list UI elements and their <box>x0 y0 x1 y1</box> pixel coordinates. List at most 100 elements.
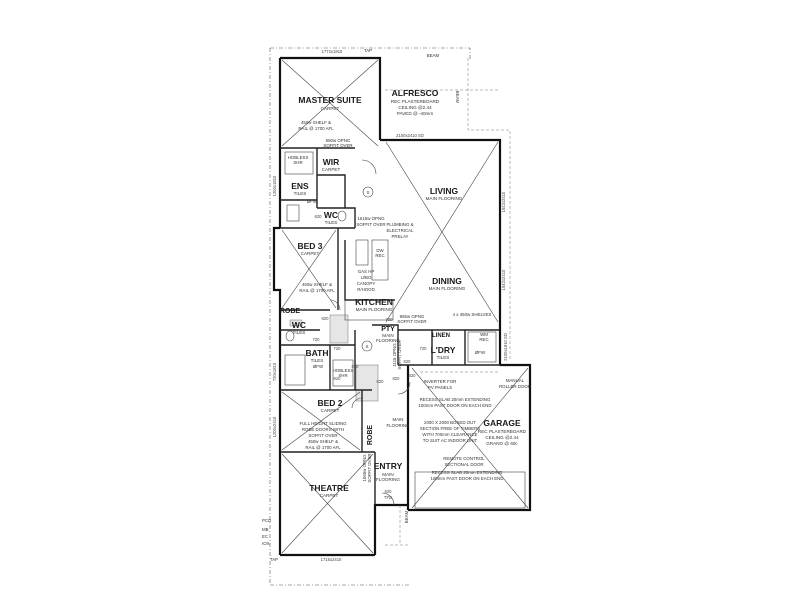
note-recess-slab2-2: 100mm PAST DOOR ON EACH END <box>430 476 503 481</box>
note-bed2-robe-3: SOFFIT OVER <box>308 433 337 438</box>
dim-820g: 820 <box>404 359 412 364</box>
room-pty-floor: MAIN <box>382 333 393 338</box>
note-main-flooring-2: FLOORING <box>387 423 411 428</box>
dim-right-living: 1542x2410 <box>501 191 506 212</box>
note-fridge-1: DW <box>376 248 384 253</box>
note-manual-door-1: MANUAL <box>506 378 525 383</box>
alfresco-line3: PAVED @ -40mm <box>397 111 434 116</box>
note-beam-right: BEAM <box>455 91 460 104</box>
note-gas-2: U/BO <box>361 275 372 280</box>
note-wir-soffit-1: 1115 OPNG <box>392 343 397 367</box>
note-gas-1: GAS HP <box>358 269 375 274</box>
room-bath-floor: TILES <box>311 358 324 363</box>
room-ldry: L'DRY <box>431 345 456 355</box>
note-recess-slab1-2: 100mm PAST DOOR ON EACH END <box>418 403 491 408</box>
room-entry: ENTRY <box>374 461 403 471</box>
dim-720c: 720 <box>386 317 394 322</box>
dim-820i: 820 <box>385 489 393 494</box>
note-living-opening-2: SOFFIT OVER <box>356 222 385 227</box>
dim-820f: 820 <box>409 373 417 378</box>
note-inverter-1: INVERTER FOR <box>424 379 457 384</box>
note-hobless-1: HOBLESS <box>288 155 309 160</box>
room-entry-floor: MAIN <box>382 472 393 477</box>
room-robe-2: ROBE <box>367 425 374 446</box>
note-remote-door-1: REMOTE CONTROL <box>443 456 485 461</box>
note-recess-slab2-1: RECESS SLAB 20mm EXTENDING <box>432 470 503 475</box>
note-gas-3: CANOPY <box>357 281 376 286</box>
room-bed-2-floor: CARPET <box>321 408 340 413</box>
dim-820h: 820 <box>352 364 360 369</box>
room-pty-floor-2: FLOORING <box>376 338 400 343</box>
wall-hatching <box>289 314 379 402</box>
room-pty: PTY <box>381 326 395 333</box>
note-remote-door-2: SECTIONAL DOOR <box>444 462 483 467</box>
note-hobless2-1: HOBLESS <box>333 368 354 373</box>
note-wm-2: REC <box>479 337 488 342</box>
note-main-flooring-1: MAIN <box>393 417 404 422</box>
note-ens-fw: ØFW <box>307 199 318 204</box>
boundary-lines <box>269 47 511 586</box>
dim-tfd: TFD <box>384 495 392 500</box>
dim-bottom-theatre: 1715x2410 <box>321 557 342 562</box>
note-living-opening-1: 1615w OPNG <box>357 216 385 221</box>
dim-720b: 720 <box>334 346 342 351</box>
note-boxed-out-1: 2000 X 2000 BOXED OUT <box>424 420 476 425</box>
room-labels: MASTER SUITE CARPET ALFRESCO REC PLASTER… <box>280 88 527 498</box>
note-gas-4: R/HOOD <box>357 287 375 292</box>
note-beam-entry: BEAM <box>404 510 409 523</box>
dim-ens-window: 720x1810 <box>272 362 277 381</box>
room-wc-1-floor: TILES <box>325 220 338 225</box>
room-entry-floor-2: FLOORING <box>376 477 400 482</box>
room-wc-2: WC <box>292 320 306 330</box>
note-plumbing-1: PLUMBING & <box>386 222 413 227</box>
dim-right-dining: 1542x2410 <box>501 269 506 290</box>
note-ldry-fw: ØFW <box>475 350 486 355</box>
note-hobless2-2: SHR <box>338 373 347 378</box>
dim-top: 1772x1810 <box>322 49 343 54</box>
note-wir-opening-1: 650w OPNG <box>326 138 351 143</box>
dimensions: 1772x1810 2100x2410 SD 1200x1810 1542x24… <box>272 49 508 562</box>
room-ens-floor: TILES <box>294 191 307 196</box>
note-tap-top: TAP <box>364 48 372 53</box>
room-theatre-floor: CARPET <box>320 493 339 498</box>
room-bath: BATH <box>306 348 329 358</box>
note-fridge-2: REC <box>375 253 384 258</box>
note-hobless-2: SHR <box>293 160 302 165</box>
room-dining: DINING <box>432 276 462 286</box>
room-ens: ENS <box>291 181 309 191</box>
note-bath-fw: ØFW <box>313 364 324 369</box>
note-wm-1: WM <box>480 332 488 337</box>
note-bed3-shelf-1: 450w SHELF & <box>302 282 332 287</box>
note-entry-opening-2: SOFFIT OVER <box>367 453 372 482</box>
note-tap-bottom: TAP <box>270 557 278 562</box>
garage-line2: CEILING @2.44 <box>485 435 519 440</box>
room-wir: WIR <box>323 157 340 167</box>
alfresco-line1: REC PLASTERBOARD <box>391 99 440 104</box>
room-bed-3: BED 3 <box>297 241 322 251</box>
note-inverter-2: PV PANELS <box>428 385 452 390</box>
note-pcd: PCD <box>262 518 271 523</box>
dim-right-ldry: 2100x1810 SD <box>503 333 508 361</box>
note-wir-opening-2: SOFFIT OVER <box>323 143 352 148</box>
note-bed2-robe-1: FULL HEIGHT SLIDING <box>299 421 347 426</box>
note-bed2-robe-2: ROBE DOORS WITH <box>302 427 344 432</box>
note-manual-door-2: ROLLER DOOR <box>499 384 531 389</box>
room-theatre: THEATRE <box>309 483 349 493</box>
room-master-suite-floor: CARPET <box>321 106 340 111</box>
note-kitchen-opening-1: 965w OPNG <box>400 314 425 319</box>
dim-alfresco-door: 2100x2410 SD <box>396 133 424 138</box>
interior-walls <box>280 147 500 505</box>
room-alfresco: ALFRESCO <box>392 88 439 98</box>
room-bed-2: BED 2 <box>317 398 342 408</box>
room-linen: LINEN <box>432 333 450 339</box>
room-living-floor: MAIN FLOORING <box>426 196 463 201</box>
room-garage: GARAGE <box>483 418 521 428</box>
dim-820b: 820 <box>322 316 330 321</box>
fixtures <box>281 59 529 554</box>
room-ldry-floor: TILES <box>437 355 450 360</box>
dim-left-1: 1200x1810 <box>272 175 277 196</box>
note-mb: MB <box>262 527 269 532</box>
room-wir-floor: CARPET <box>322 167 341 172</box>
note-bed3-shelf-2: RAIL @ 1700 AFL <box>299 288 335 293</box>
note-smoke-1: S <box>367 190 370 195</box>
